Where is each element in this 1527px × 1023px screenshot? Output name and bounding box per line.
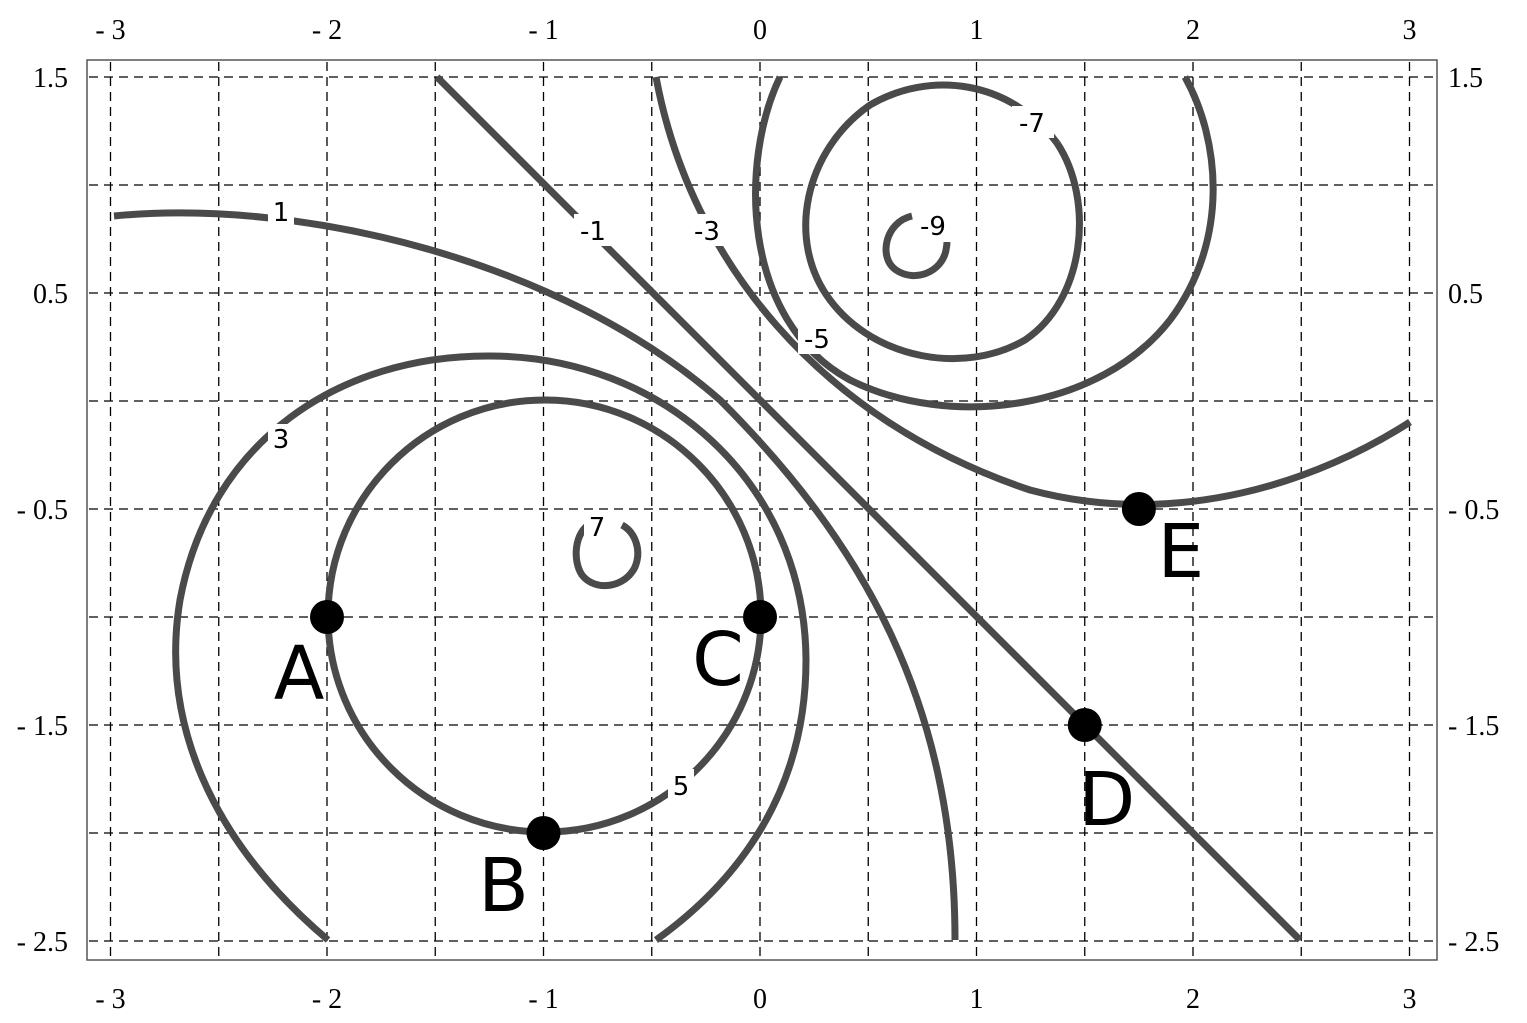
y-tick-label-right: - 1.5 xyxy=(1448,711,1499,742)
point-e-label: E xyxy=(1157,509,1204,595)
point-d-marker xyxy=(1067,708,1102,742)
contour-label-7: 7 xyxy=(589,513,606,543)
contour-level-7 xyxy=(572,520,642,590)
x-tick-label-top: 2 xyxy=(1186,15,1200,46)
contour-label-minus-5: -5 xyxy=(804,325,830,355)
contour-label-minus-9: -9 xyxy=(920,212,946,242)
x-tick-label-bottom: - 1 xyxy=(528,984,558,1015)
contour-labels: 1 -1 -3 -5 -7 -9 3 5 7 xyxy=(268,106,1054,802)
contour-label-minus-3: -3 xyxy=(694,217,720,247)
y-tick-label-right: - 2.5 xyxy=(1448,927,1499,958)
y-tick-label-left: 0.5 xyxy=(33,279,68,310)
x-tick-label-top: - 2 xyxy=(312,15,342,46)
contour-label-minus-7: -7 xyxy=(1019,109,1045,139)
contour-label-minus-1: -1 xyxy=(580,217,606,247)
point-d-label: D xyxy=(1078,757,1135,843)
y-tick-label-left: - 1.5 xyxy=(17,711,68,742)
x-tick-label-bottom: 0 xyxy=(753,984,767,1015)
contour-level-minus-3 xyxy=(652,76,1412,508)
contour-level-minus-7 xyxy=(802,81,1083,363)
contour-level-1 xyxy=(113,209,959,941)
y-tick-label-right: - 0.5 xyxy=(1448,495,1499,526)
x-tick-label-bottom: 1 xyxy=(970,984,984,1015)
labelled-points: A B C D E xyxy=(274,492,1204,929)
y-tick-label-right: 0.5 xyxy=(1448,279,1483,310)
point-a-label: A xyxy=(274,631,325,717)
contour-level-3 xyxy=(172,352,810,943)
point-c-label: C xyxy=(692,617,744,703)
contour-label-5: 5 xyxy=(673,772,690,802)
y-tick-label-right: 1.5 xyxy=(1448,63,1483,94)
y-tick-label-left: 1.5 xyxy=(33,63,68,94)
y-tick-label-left: - 2.5 xyxy=(17,927,68,958)
x-tick-label-bottom: - 3 xyxy=(95,984,125,1015)
contour-label-1: 1 xyxy=(273,198,290,228)
point-b-marker xyxy=(526,816,561,850)
point-e-marker xyxy=(1121,492,1156,526)
x-tick-label-top: - 3 xyxy=(95,15,125,46)
y-tick-label-left: - 0.5 xyxy=(17,495,68,526)
point-b-label: B xyxy=(478,843,529,929)
plot-frame xyxy=(86,59,1438,961)
x-tick-label-top: 3 xyxy=(1403,15,1417,46)
x-tick-label-bottom: 3 xyxy=(1403,984,1417,1015)
x-tick-label-top: 1 xyxy=(970,15,984,46)
contour-label-3: 3 xyxy=(273,425,290,455)
x-tick-label-bottom: - 2 xyxy=(312,984,342,1015)
point-c-marker xyxy=(743,600,777,634)
contour-level-minus-5 xyxy=(752,75,1217,411)
axis-ticks: - 3 - 3 - 2 - 2 - 1 - 1 0 0 1 1 2 2 3 3 1.5 1.5 0.5 0.5 - … xyxy=(17,15,1500,1015)
contour-level-5 xyxy=(324,396,765,836)
x-tick-label-bottom: 2 xyxy=(1186,984,1200,1015)
x-tick-label-top: 0 xyxy=(753,15,767,46)
x-tick-label-top: - 1 xyxy=(528,15,558,46)
point-a-marker xyxy=(310,600,344,634)
